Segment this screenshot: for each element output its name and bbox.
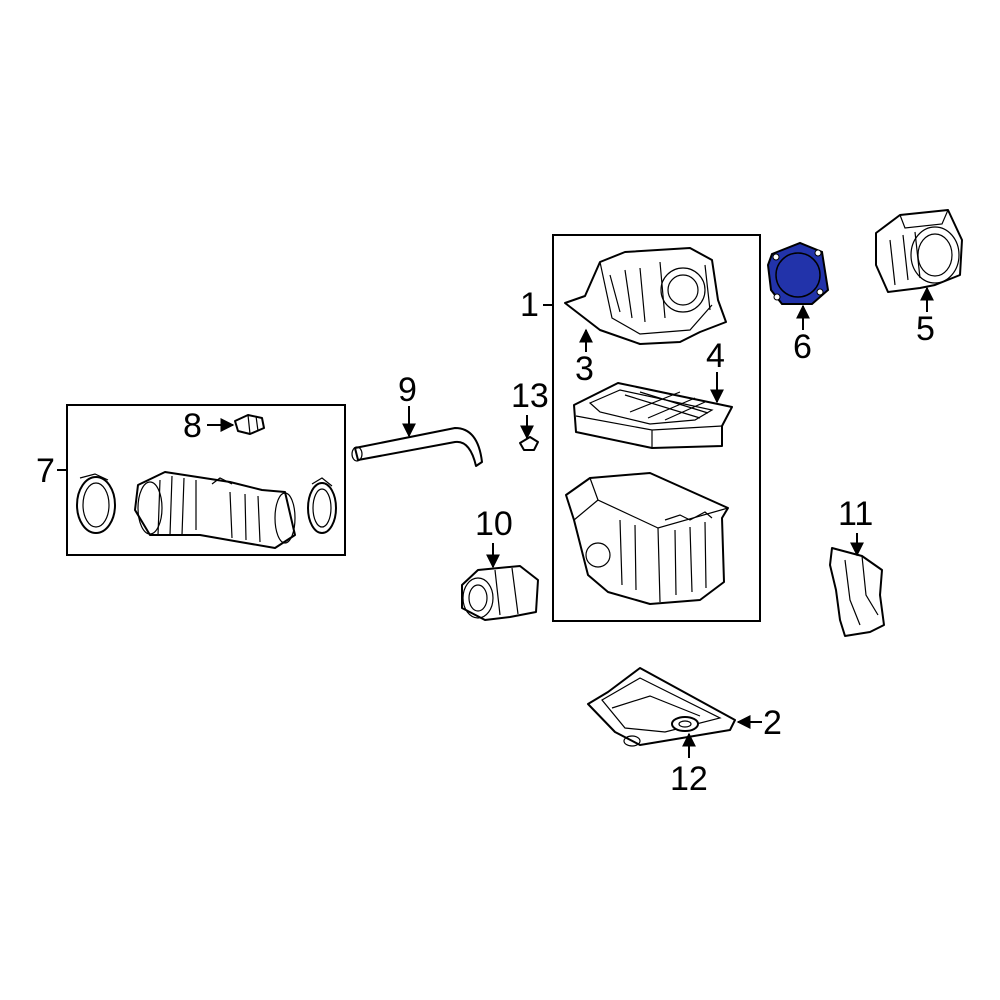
callout-10: 10 — [475, 505, 513, 543]
bracket-part-11[interactable] — [829, 547, 885, 637]
hose-clamp-left[interactable] — [76, 473, 116, 534]
callout-4: 4 — [706, 337, 725, 375]
callout-6: 6 — [793, 328, 812, 366]
callout-11: 11 — [838, 495, 873, 533]
air-filter-element[interactable] — [573, 382, 733, 449]
gasket-highlighted[interactable] — [766, 241, 830, 305]
assembly-box-7 — [66, 404, 346, 556]
breather-hose[interactable] — [351, 427, 483, 467]
callout-5: 5 — [916, 310, 935, 348]
intake-duct[interactable] — [134, 471, 296, 549]
air-cleaner-lower-box[interactable] — [565, 472, 729, 605]
leader-lines — [57, 286, 934, 758]
hose-clamp-right[interactable] — [307, 477, 337, 534]
callout-12: 12 — [670, 760, 708, 798]
clip-part-13[interactable] — [519, 436, 539, 451]
grommet-part-12[interactable] — [671, 716, 699, 732]
callout-13: 13 — [511, 377, 549, 415]
callout-7: 7 — [36, 452, 55, 490]
fitting-part-8[interactable] — [234, 414, 265, 435]
callout-8: 8 — [183, 407, 202, 445]
mass-air-flow-sensor[interactable] — [875, 209, 963, 293]
assembly-box-1 — [552, 234, 761, 622]
adapter-part-10[interactable] — [461, 565, 539, 621]
callout-1: 1 — [520, 286, 539, 324]
air-cleaner-tray[interactable] — [587, 667, 736, 747]
callout-3: 3 — [575, 350, 594, 388]
callout-labels: 1 2 3 4 5 6 7 8 9 10 11 12 13 — [36, 286, 935, 798]
callout-2: 2 — [763, 704, 782, 742]
callout-9: 9 — [398, 371, 417, 409]
air-cleaner-cover[interactable] — [564, 247, 727, 345]
